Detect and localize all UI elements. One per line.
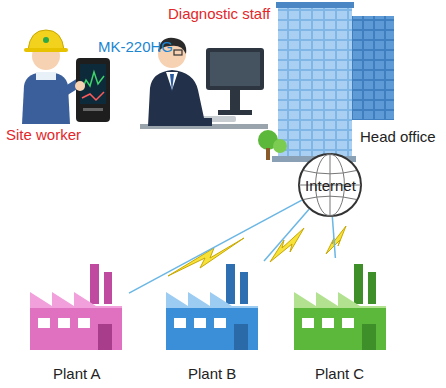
plant-c-icon <box>322 318 334 328</box>
plant-a-icon <box>30 264 122 350</box>
office-node: Head office <box>272 2 396 162</box>
node-label: Plant C <box>315 365 364 382</box>
staff-figure <box>148 70 212 126</box>
site-worker-figure <box>43 37 49 43</box>
device-label: MK-220HG <box>98 38 173 55</box>
internet-globe: Internet <box>298 153 362 217</box>
globe-outline <box>304 196 356 199</box>
site-worker-figure <box>83 108 103 111</box>
plant-b-icon <box>226 264 235 304</box>
plant-a-icon <box>58 318 70 328</box>
site-worker-figure <box>75 81 85 91</box>
plant-b-icon <box>240 272 248 304</box>
staff-figure <box>206 48 264 90</box>
plant-node: Plant A <box>25 258 129 384</box>
staff-figure <box>174 50 182 55</box>
office-building <box>352 16 394 120</box>
plant-a-icon <box>104 272 112 304</box>
lightning-bolt <box>326 226 346 254</box>
staff-figure <box>230 90 240 112</box>
plant-b-icon <box>174 318 186 328</box>
site-worker-figure <box>24 48 68 52</box>
lightning-bolt <box>270 228 304 262</box>
node-label: Internet <box>305 177 356 194</box>
node-label: Head office <box>358 128 438 145</box>
wireless-link <box>332 217 335 258</box>
lightning-bolt <box>168 226 346 276</box>
plant-b-icon <box>214 318 226 328</box>
role-label: Diagnostic staff <box>168 5 270 22</box>
wireless-link <box>264 209 309 261</box>
plant-c-icon <box>342 318 354 328</box>
plant-a-icon <box>30 292 122 350</box>
office-building <box>278 6 352 162</box>
site-worker-figure <box>82 92 104 100</box>
plant-a-icon <box>38 318 50 328</box>
plant-c-icon <box>294 308 386 350</box>
office-building <box>276 2 354 8</box>
plant-b-icon <box>166 308 258 350</box>
plant-b-icon <box>194 318 206 328</box>
plant-c-icon <box>354 264 363 304</box>
node-label: Plant B <box>188 365 236 382</box>
plant-c-icon <box>302 318 314 328</box>
site-worker-figure <box>22 72 70 124</box>
plant-c-icon <box>362 324 376 350</box>
plant-a-icon <box>90 264 99 304</box>
plant-a-icon <box>78 318 90 328</box>
site-worker-figure <box>82 72 104 90</box>
site-worker-figure <box>76 58 110 122</box>
plant-a-icon <box>98 324 112 350</box>
plant-c-icon <box>294 264 386 350</box>
plant-c-icon <box>294 292 386 350</box>
globe-outline <box>299 154 361 216</box>
plant-a-icon <box>30 308 122 350</box>
office-building <box>273 139 287 153</box>
site-worker-figure <box>28 30 64 50</box>
office-building <box>266 148 270 160</box>
site-worker-figure <box>36 72 56 80</box>
site-worker-figure <box>22 30 110 124</box>
plant-c-icon <box>368 272 376 304</box>
node-label: Plant A <box>53 365 101 382</box>
staff-figure <box>170 74 174 92</box>
plant-node: Plant C <box>288 258 392 384</box>
plant-b-icon <box>166 264 258 350</box>
role-label: Site worker <box>6 126 81 143</box>
plant-b-icon <box>166 292 258 350</box>
staff-figure <box>210 52 260 86</box>
plant-b-icon <box>234 324 248 350</box>
globe-outline <box>304 171 356 174</box>
staff-figure <box>218 110 252 115</box>
plant-node: Plant B <box>160 258 264 384</box>
